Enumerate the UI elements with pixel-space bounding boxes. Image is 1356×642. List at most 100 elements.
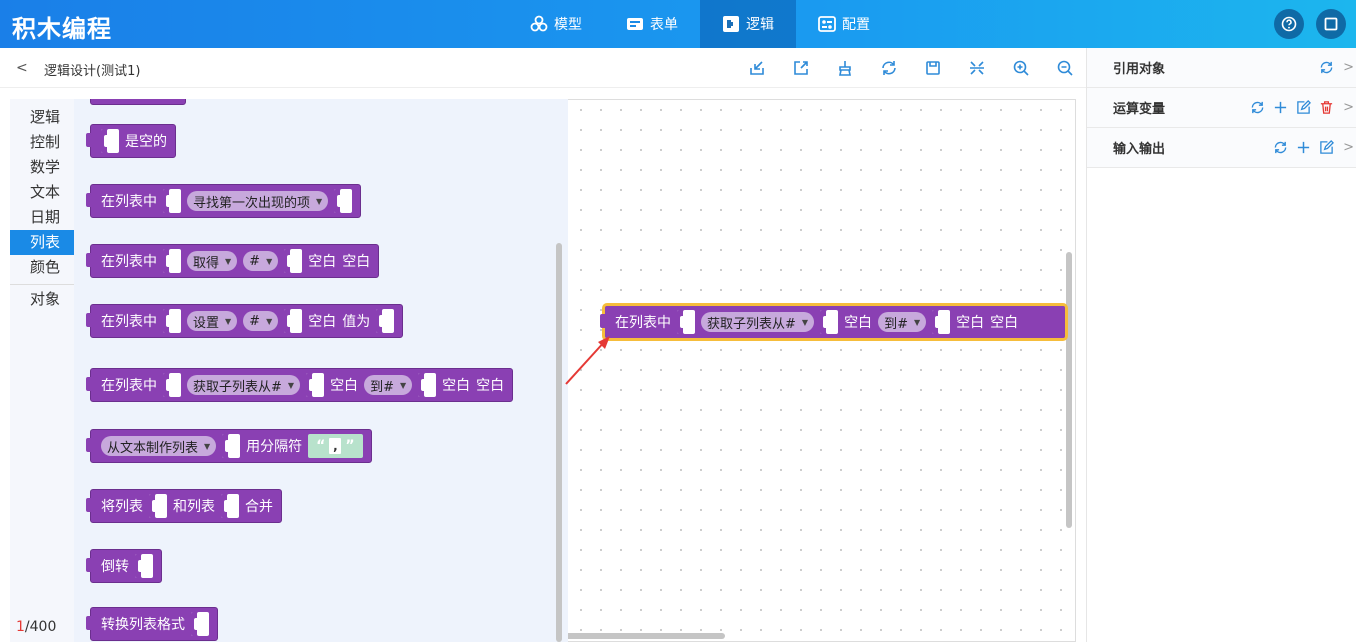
export-icon bbox=[794, 61, 808, 75]
dropdown-arrow-icon: ▼ bbox=[913, 317, 921, 327]
chevron-right-icon[interactable]: > bbox=[1343, 60, 1354, 75]
input-slot[interactable] bbox=[135, 554, 153, 578]
category-text[interactable]: 文本 bbox=[30, 183, 61, 201]
block-label: 空白 bbox=[330, 378, 359, 394]
dropdown[interactable]: 从文本制作列表▼ bbox=[101, 436, 217, 456]
dropdown-arrow-icon: ▼ bbox=[225, 256, 232, 266]
tab-model-label: 模型 bbox=[554, 17, 582, 33]
input-slot[interactable] bbox=[149, 494, 167, 518]
input-slot[interactable] bbox=[221, 494, 239, 518]
dropdown[interactable]: 取得▼ bbox=[187, 251, 238, 271]
category-date[interactable]: 日期 bbox=[30, 208, 61, 226]
dropdown[interactable]: 到#▼ bbox=[364, 375, 413, 395]
input-slot[interactable] bbox=[334, 189, 353, 213]
save-button[interactable] bbox=[924, 59, 942, 77]
block-get-item[interactable]: 在列表中 取得▼ #▼ 空白 空白 bbox=[85, 244, 380, 278]
text-literal[interactable]: “,” bbox=[308, 434, 363, 458]
input-slot[interactable] bbox=[677, 310, 695, 334]
category-list[interactable]: 列表 bbox=[10, 230, 74, 255]
dropdown-arrow-icon: ▼ bbox=[266, 256, 273, 266]
input-slot[interactable] bbox=[101, 129, 119, 153]
dropdown[interactable]: 获取子列表从#▼ bbox=[187, 375, 301, 395]
block-label: 在列表中 bbox=[615, 315, 671, 331]
clean-icon bbox=[839, 61, 851, 76]
collapse-button[interactable] bbox=[968, 59, 986, 77]
block-set-item[interactable]: 在列表中 设置▼ #▼ 空白 值为 bbox=[85, 304, 404, 338]
input-slot[interactable] bbox=[163, 249, 181, 273]
block-label: 是空的 bbox=[125, 134, 167, 150]
block-convert-format[interactable]: 转换列表格式 bbox=[86, 607, 218, 641]
delimiter-field[interactable]: , bbox=[329, 438, 342, 454]
export-button[interactable] bbox=[792, 59, 810, 77]
category-color[interactable]: 颜色 bbox=[30, 258, 61, 276]
tab-logic[interactable]: 逻辑 bbox=[700, 0, 796, 48]
input-slot[interactable] bbox=[376, 309, 395, 333]
category-math[interactable]: 数学 bbox=[30, 158, 61, 176]
edit-icon[interactable] bbox=[1319, 140, 1334, 155]
input-slot[interactable] bbox=[222, 434, 241, 458]
back-button[interactable]: < bbox=[16, 60, 28, 76]
block-is-empty[interactable]: 是空的 bbox=[86, 124, 176, 158]
input-slot[interactable] bbox=[418, 373, 437, 397]
dropdown[interactable]: #▼ bbox=[243, 311, 279, 331]
input-slot[interactable] bbox=[163, 309, 181, 333]
dropdown[interactable]: 获取子列表从#▼ bbox=[701, 312, 815, 332]
clean-button[interactable] bbox=[836, 59, 854, 77]
input-slot[interactable] bbox=[163, 373, 181, 397]
section-input-output[interactable]: 输入输出 > bbox=[1087, 128, 1356, 168]
fullscreen-button[interactable] bbox=[1316, 9, 1346, 39]
block-reverse[interactable]: 倒转 bbox=[86, 549, 162, 583]
edit-icon[interactable] bbox=[1296, 100, 1311, 115]
input-slot[interactable] bbox=[163, 189, 181, 213]
chevron-right-icon[interactable]: > bbox=[1343, 140, 1354, 155]
input-slot[interactable] bbox=[820, 310, 839, 334]
input-slot[interactable] bbox=[191, 612, 209, 636]
category-control[interactable]: 控制 bbox=[30, 133, 61, 151]
add-icon[interactable] bbox=[1273, 100, 1288, 115]
dropdown[interactable]: 到#▼ bbox=[878, 312, 927, 332]
block-partial-top[interactable] bbox=[90, 99, 186, 105]
category-logic[interactable]: 逻辑 bbox=[30, 108, 61, 126]
tab-model[interactable]: 模型 bbox=[508, 0, 604, 48]
zoom-in-button[interactable] bbox=[1012, 59, 1030, 77]
delete-icon[interactable] bbox=[1319, 100, 1334, 115]
block-label: 倒转 bbox=[101, 559, 129, 575]
dropdown-arrow-icon: ▼ bbox=[204, 441, 211, 451]
category-object[interactable]: 对象 bbox=[30, 290, 61, 308]
dropdown[interactable]: 设置▼ bbox=[187, 311, 238, 331]
input-slot[interactable] bbox=[284, 309, 303, 333]
zoom-out-icon bbox=[1057, 60, 1073, 76]
tab-form[interactable]: 表单 bbox=[604, 0, 700, 48]
input-slot[interactable] bbox=[932, 310, 951, 334]
section-title: 输入输出 bbox=[1113, 142, 1166, 157]
canvas-block-get-sublist[interactable]: 在列表中 获取子列表从#▼ 空白 到#▼ 空白 空白 bbox=[600, 303, 1068, 341]
chevron-right-icon[interactable]: > bbox=[1343, 100, 1354, 115]
tab-config[interactable]: 配置 bbox=[796, 0, 892, 48]
zoom-out-button[interactable] bbox=[1056, 59, 1074, 77]
section-reference-objects[interactable]: 引用对象 > bbox=[1087, 48, 1356, 88]
zoom-in-icon bbox=[1013, 60, 1029, 76]
block-find-first[interactable]: 在列表中 寻找第一次出现的项▼ bbox=[85, 184, 362, 218]
block-join-lists[interactable]: 将列表 和列表 合并 bbox=[86, 489, 282, 523]
dropdown[interactable]: #▼ bbox=[243, 251, 279, 271]
block-get-sublist[interactable]: 在列表中 获取子列表从#▼ 空白 到#▼ 空白 空白 bbox=[85, 368, 514, 402]
workspace-vertical-scrollbar[interactable] bbox=[1066, 252, 1072, 528]
block-label: 转换列表格式 bbox=[101, 617, 185, 633]
flyout-scrollbar[interactable] bbox=[556, 243, 562, 642]
refresh-icon[interactable] bbox=[1250, 100, 1265, 115]
input-slot[interactable] bbox=[306, 373, 325, 397]
block-make-list[interactable]: 从文本制作列表▼ 用分隔符 “,” bbox=[86, 429, 372, 463]
input-slot[interactable] bbox=[284, 249, 303, 273]
help-button[interactable] bbox=[1274, 9, 1304, 39]
section-title: 引用对象 bbox=[1113, 62, 1166, 77]
puzzle-icon bbox=[723, 16, 739, 32]
refresh-button[interactable] bbox=[880, 59, 898, 77]
add-icon[interactable] bbox=[1296, 140, 1311, 155]
top-bar: 积木编程 模型 表单 逻辑 配置 bbox=[0, 0, 1356, 48]
import-button[interactable] bbox=[748, 59, 766, 77]
workspace-horizontal-scrollbar[interactable] bbox=[565, 633, 725, 639]
section-operation-variables[interactable]: 运算变量 > bbox=[1087, 88, 1356, 128]
refresh-icon[interactable] bbox=[1273, 140, 1288, 155]
refresh-icon[interactable] bbox=[1319, 60, 1334, 75]
dropdown[interactable]: 寻找第一次出现的项▼ bbox=[187, 191, 329, 211]
